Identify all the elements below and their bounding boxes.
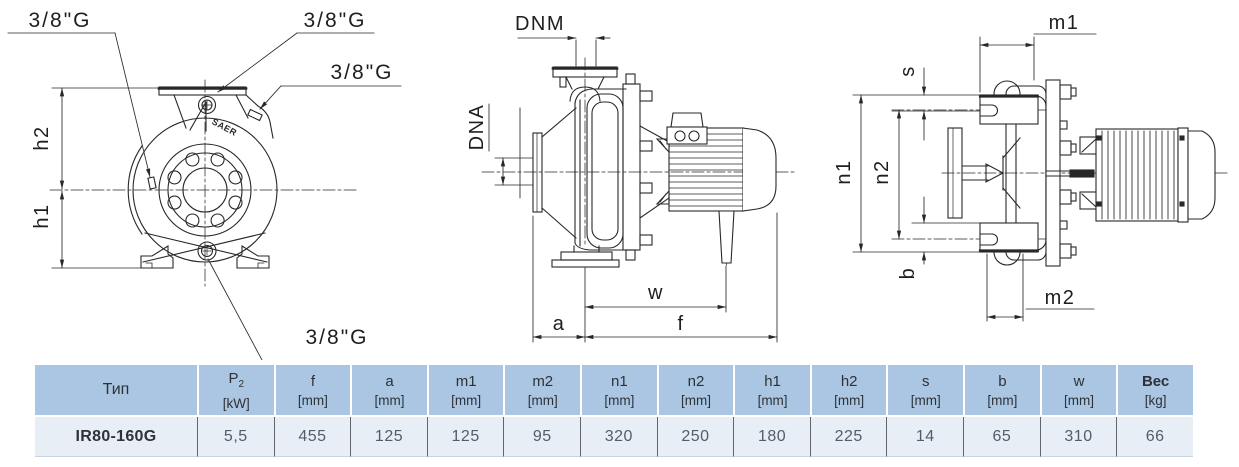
dim-label-dnm: DNM	[515, 13, 565, 35]
cell-p2: 5,5	[197, 417, 274, 457]
dim-label-n1: n1	[833, 159, 855, 184]
drawing-labels: 3/8"G 3/8"G 3/8"G 3/8"G h2 h1 DNM DNA w …	[29, 9, 1080, 349]
cell-f: 455	[273, 417, 351, 457]
plan-motor	[1095, 127, 1216, 223]
plan-view	[852, 33, 1231, 322]
side-pedestal	[551, 245, 620, 268]
dim-label-h1: h1	[31, 203, 53, 228]
front-top-flange	[157, 86, 249, 132]
dim-label-a: a	[553, 313, 566, 335]
cell-a: 125	[350, 417, 427, 457]
col-header-p2: P2 [kW]	[197, 365, 274, 415]
cell-n2: 250	[656, 417, 734, 457]
front-view	[7, 32, 402, 360]
col-header-type: Тип	[35, 365, 197, 415]
plan-left-dimensions	[852, 67, 981, 265]
port-leaders	[7, 32, 402, 360]
plan-motor-lugs	[1045, 136, 1100, 210]
dim-label-m1: m1	[1049, 12, 1080, 34]
dim-label-m2: m2	[1045, 287, 1076, 309]
dim-label-w: w	[647, 282, 664, 304]
col-header-b: b [mm]	[963, 365, 1040, 415]
front-drain-plug	[197, 241, 217, 261]
col-header-f: f [mm]	[273, 365, 351, 415]
side-volute	[574, 88, 627, 251]
brand-logo: SAER	[210, 116, 239, 138]
front-feet	[140, 232, 270, 269]
plan-foot-pads	[978, 94, 1040, 253]
col-header-n2: n2 [mm]	[656, 365, 734, 415]
dim-label-dna: DNA	[466, 104, 488, 151]
col-header-s: s [mm]	[886, 365, 964, 415]
col-header-m2: m2 [mm]	[503, 365, 581, 415]
col-header-weight: Вес [kg]	[1116, 365, 1193, 415]
cell-type: IR80-160G	[35, 417, 197, 457]
port-label-top-left: 3/8"G	[29, 9, 92, 32]
col-header-type-label: Тип	[102, 381, 130, 398]
front-flange-bolts	[167, 152, 243, 228]
cell-weight: 66	[1116, 417, 1193, 457]
dim-label-b: b	[897, 267, 919, 280]
cell-w: 310	[1039, 417, 1117, 457]
cell-s: 14	[886, 417, 964, 457]
dnm-dimension	[517, 35, 611, 67]
technical-drawing: 3/8"G 3/8"G 3/8"G 3/8"G h2 h1 DNM DNA w …	[7, 9, 1231, 360]
front-centerlines	[49, 79, 359, 287]
plan-m-dimensions	[979, 33, 1097, 322]
side-motor	[666, 112, 777, 264]
port-label-side: 3/8"G	[331, 61, 394, 84]
dimensions-table: Тип P2 [kW] f [mm] a [mm] m1 [mm] m2 [mm…	[35, 365, 1193, 457]
front-right-bracket	[245, 94, 274, 139]
dim-label-n2: n2	[871, 159, 893, 184]
col-header-n1: n1 [mm]	[580, 365, 657, 415]
col-header-p2-label: P	[228, 369, 239, 387]
col-header-p2-unit: [kW]	[222, 395, 250, 411]
cell-m2: 95	[503, 417, 581, 457]
cell-b: 65	[963, 417, 1040, 457]
port-label-top: 3/8"G	[304, 9, 367, 32]
waf-dimensions	[532, 212, 778, 343]
side-view	[481, 35, 795, 343]
table-data-row: IR80-160G 5,5 455 125 125 95 320 250 180…	[35, 417, 1193, 457]
col-header-m1: m1 [mm]	[426, 365, 504, 415]
port-label-drain: 3/8"G	[306, 326, 369, 349]
front-left-plug	[147, 176, 157, 190]
cell-m1: 125	[426, 417, 504, 457]
h-dimension	[51, 87, 160, 269]
col-header-p2-sub: 2	[238, 378, 245, 390]
table-header-row: Тип P2 [kW] f [mm] a [mm] m1 [mm] m2 [mm…	[35, 365, 1193, 415]
side-stud-plate	[622, 73, 653, 261]
dna-dimension	[488, 103, 534, 199]
front-casing	[127, 117, 278, 263]
cell-h2: 225	[809, 417, 887, 457]
plan-flange-plate	[1045, 79, 1077, 267]
col-header-h2: h2 [mm]	[809, 365, 887, 415]
dim-label-h2: h2	[31, 125, 53, 150]
cell-n1: 320	[580, 417, 657, 457]
col-header-h1: h1 [mm]	[733, 365, 810, 415]
cell-h1: 180	[733, 417, 810, 457]
dim-label-s: s	[897, 65, 919, 77]
side-suction-flange	[532, 107, 577, 239]
dim-label-f: f	[677, 313, 684, 335]
col-header-w: w [mm]	[1039, 365, 1117, 415]
col-header-a: a [mm]	[350, 365, 427, 415]
